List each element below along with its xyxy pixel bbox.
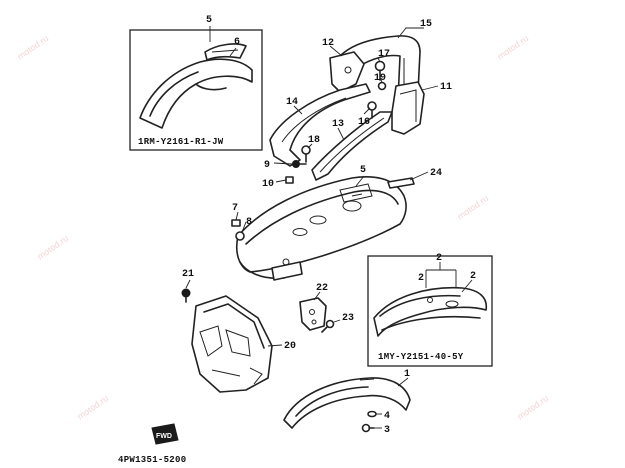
callout-6: 6 — [234, 37, 240, 48]
rail-center — [311, 111, 393, 181]
inset-top-code: 1RM-Y2161-R1-JW — [138, 137, 224, 147]
callout-2: 2 — [436, 253, 442, 264]
callout-14: 14 — [286, 97, 298, 108]
forward-direction-stamp: FWD — [151, 423, 179, 445]
callout-19: 19 — [374, 73, 386, 84]
rear-fender — [235, 176, 407, 281]
bolt-21 — [181, 288, 191, 303]
inset-top-left: 5 6 1RM-Y2161-R1-JW — [129, 15, 263, 151]
callout-2: 2 — [470, 271, 476, 282]
inset-frame — [129, 29, 263, 151]
bolt-23 — [321, 319, 335, 333]
inset-fender-part — [139, 43, 253, 129]
callout-5: 5 — [360, 165, 366, 176]
inset-fender-parts — [373, 286, 488, 337]
watermark-text: motod.ru — [455, 193, 490, 222]
drawing-code: 4PW1351-5200 — [118, 455, 186, 465]
callout-1: 1 — [404, 369, 410, 380]
callout-11: 11 — [440, 82, 452, 93]
bolt-18 — [301, 145, 311, 163]
washer-19 — [377, 81, 387, 91]
washer-8 — [235, 231, 245, 241]
callout-3: 3 — [384, 425, 390, 436]
callout-4: 4 — [384, 411, 390, 422]
callout-7: 7 — [232, 203, 238, 214]
callout-21: 21 — [182, 269, 194, 280]
rail-left — [269, 83, 371, 167]
right-side-bracket — [391, 81, 425, 135]
washer-4 — [367, 410, 377, 418]
inner-fender-20 — [191, 295, 273, 393]
callout-15: 15 — [420, 19, 432, 30]
front-fender — [283, 377, 411, 429]
callout-12: 12 — [322, 38, 334, 49]
callout-20: 20 — [284, 341, 296, 352]
stamp-text: FWD — [156, 433, 172, 440]
inset-right: 2 2 2 1MY-Y2151-40-5Y — [367, 253, 493, 367]
bolt-7 — [231, 219, 241, 227]
callout-10: 10 — [262, 179, 274, 190]
inset-frame — [367, 255, 493, 367]
watermark-text: motod.ru — [75, 393, 110, 422]
callout-2: 2 — [418, 273, 424, 284]
callout-23: 23 — [342, 313, 354, 324]
callout-22: 22 — [316, 283, 328, 294]
callout-24: 24 — [430, 168, 442, 179]
callout-13: 13 — [332, 119, 344, 130]
callout-18: 18 — [308, 135, 320, 146]
grab-bar-assembly: 15 12 17 19 16 11 14 13 18 9 10 — [262, 19, 452, 190]
strip-24 — [387, 177, 415, 189]
bolt-9 — [292, 160, 307, 168]
callout-9: 9 — [264, 160, 270, 171]
left-bracket — [329, 51, 365, 93]
watermark-text: motod.ru — [515, 393, 550, 422]
callout-5: 5 — [206, 15, 212, 26]
bracket-22 — [299, 297, 327, 331]
inset-right-code: 1MY-Y2151-40-5Y — [378, 352, 464, 362]
watermark-text: motod.ru — [35, 233, 70, 262]
callout-17: 17 — [378, 49, 390, 60]
watermark-text: motod.ru — [15, 33, 50, 62]
nut-10 — [285, 176, 294, 184]
watermark-text: motod.ru — [495, 33, 530, 62]
callout-8: 8 — [246, 217, 252, 228]
callout-16: 16 — [358, 117, 370, 128]
